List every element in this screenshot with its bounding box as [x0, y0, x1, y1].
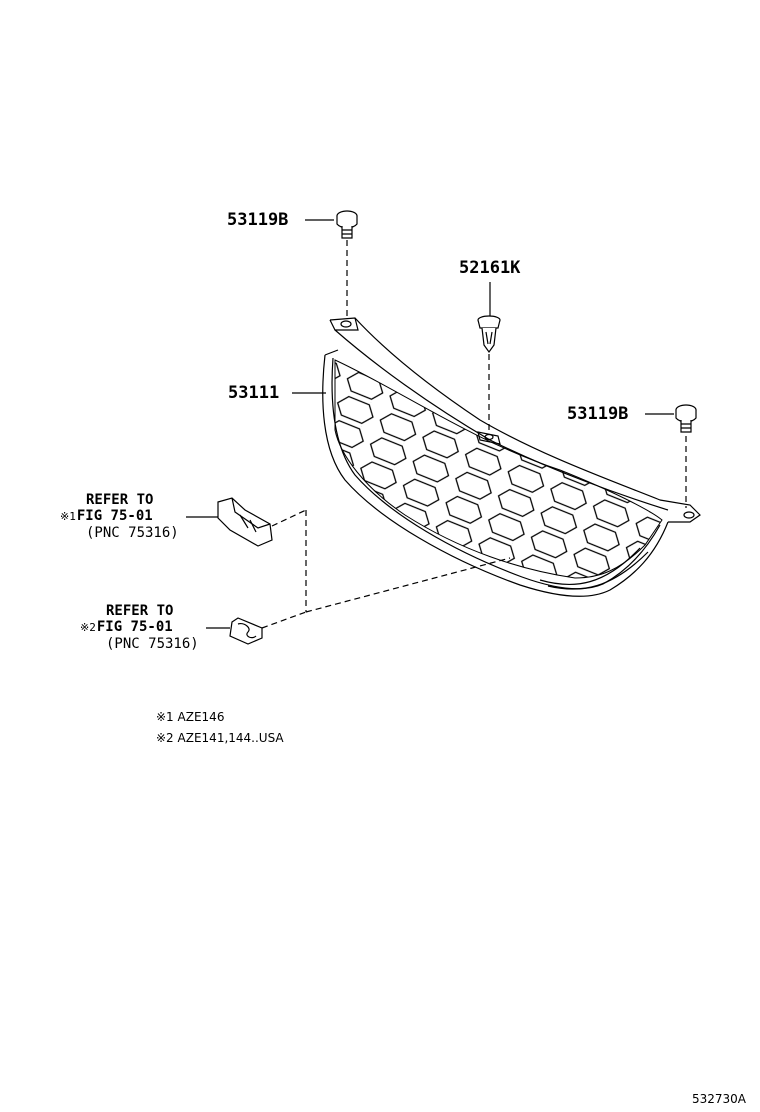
- emblem-ref-1: [186, 497, 307, 612]
- ref-line2: FIG 75-01: [76, 508, 153, 524]
- ref-line3: (PNC 75316): [86, 525, 179, 541]
- part-label-53119b-right[interactable]: 53119B: [567, 404, 629, 424]
- ref-line2: FIG 75-01: [96, 619, 173, 635]
- part-label-53111[interactable]: 53111: [228, 383, 280, 403]
- ref-callout-2[interactable]: REFER TO ※2FIG 75-01 (PNC 75316): [80, 603, 199, 652]
- ref-line1: REFER TO: [86, 492, 154, 508]
- note-2: ※2 AZE141,144..USA: [156, 731, 284, 745]
- ref-callout-1[interactable]: REFER TO ※1FIG 75-01 (PNC 75316): [60, 492, 179, 541]
- ref-mark: ※2: [80, 621, 96, 634]
- note-mark: ※1: [156, 710, 174, 724]
- note-1: ※1 AZE146: [156, 710, 224, 724]
- note-mark: ※2: [156, 731, 174, 745]
- note-text: AZE141,144..USA: [177, 731, 284, 745]
- bolt-53119b-top: [305, 210, 358, 316]
- ref-mark: ※1: [60, 510, 76, 523]
- part-label-52161k[interactable]: 52161K: [459, 258, 521, 278]
- grille-53111: [322, 317, 701, 597]
- note-text: AZE146: [177, 710, 225, 724]
- clip-52161k: [477, 282, 501, 432]
- ref-line1: REFER TO: [106, 603, 174, 619]
- ref-line3: (PNC 75316): [106, 636, 199, 652]
- figure-id: 532730A: [691, 1092, 746, 1106]
- part-label-53119b-top[interactable]: 53119B: [227, 210, 289, 230]
- bolt-53119b-right: [645, 404, 697, 508]
- emblem-ref-2: [206, 557, 511, 645]
